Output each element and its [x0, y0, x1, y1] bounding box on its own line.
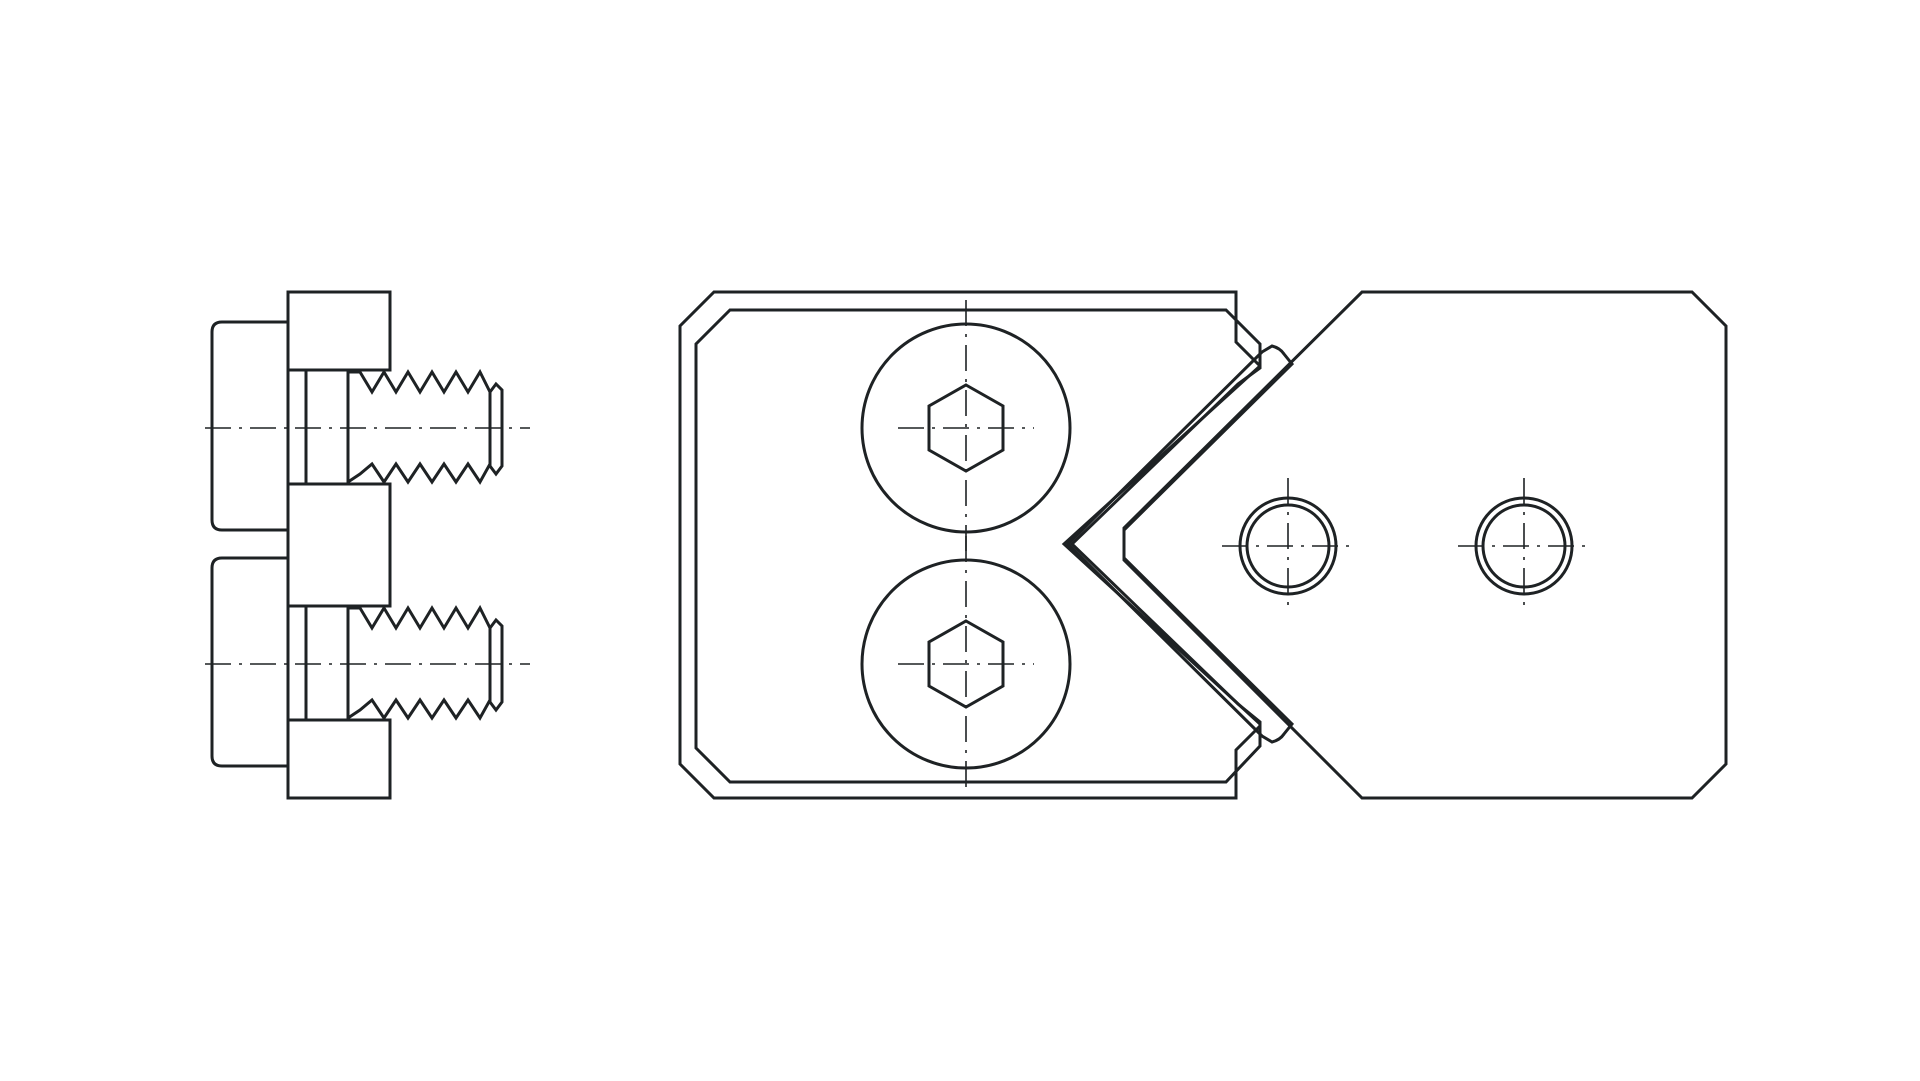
thread-teeth-bottom-lower: [347, 697, 492, 721]
screw-thread-upper: [286, 368, 504, 486]
clamp-bolt-lower: [860, 536, 1072, 792]
thread-teeth-bottom-upper: [347, 461, 492, 485]
side-block-middle: [286, 482, 392, 608]
screw-head-upper: [210, 320, 288, 532]
screw-thread-lower: [286, 604, 504, 722]
screw-shank-lower: [286, 604, 350, 722]
mounting-hole-left: [1222, 478, 1354, 612]
thread-tip-upper: [488, 381, 504, 477]
clamp-bolt-upper: [860, 300, 1072, 552]
left-jaw-body: [694, 308, 1262, 784]
side-block-bottom: [286, 718, 392, 800]
thread-teeth-top-upper: [348, 368, 492, 395]
thread-tip-lower: [488, 617, 504, 713]
left-jaw-liner: [678, 290, 1262, 800]
side-view: [205, 290, 530, 800]
side-block-top: [286, 290, 392, 372]
thread-teeth-top-lower: [348, 604, 492, 631]
right-jaw-liner: [1065, 344, 1295, 744]
front-view: [678, 290, 1728, 800]
right-jaw-body: [1122, 290, 1728, 800]
mounting-hole-right: [1458, 478, 1590, 612]
screw-shank-upper: [286, 368, 350, 486]
screw-head-lower: [210, 556, 288, 768]
